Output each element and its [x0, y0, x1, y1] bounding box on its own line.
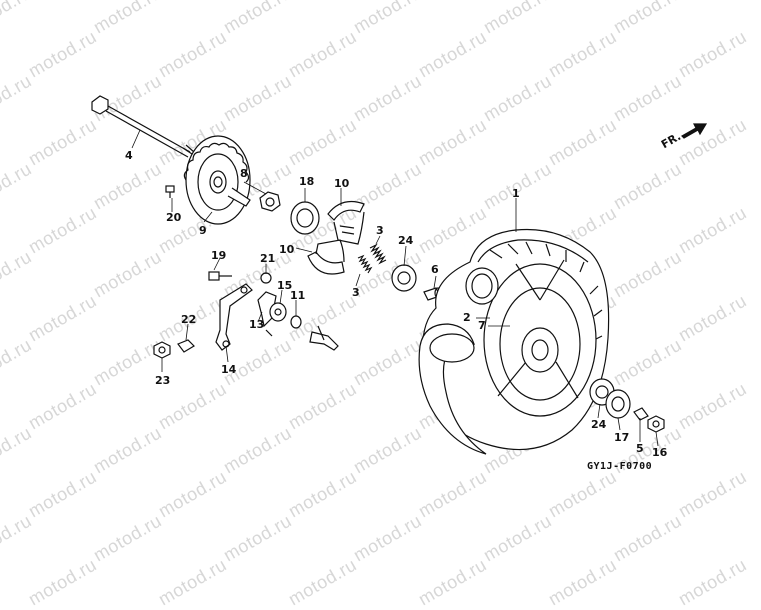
- callout-11: 11: [290, 289, 306, 302]
- leader-lines: [131, 129, 659, 447]
- bearing-upper: [391, 264, 417, 292]
- callout-4: 4: [125, 149, 133, 162]
- callout-3-upper: 3: [376, 224, 384, 237]
- callout-17: 17: [614, 431, 630, 444]
- part-20-pin: [165, 185, 175, 198]
- callout-13: 13: [249, 318, 265, 331]
- part-23-nut: [153, 341, 171, 359]
- callout-10-lower: 10: [279, 243, 295, 256]
- callout-19: 19: [211, 249, 227, 262]
- part-11-washer: [290, 315, 302, 329]
- brake-spring-lower: [357, 254, 373, 274]
- callout-9: 9: [199, 224, 207, 237]
- callout-23: 23: [155, 374, 171, 387]
- front-direction-arrow: [681, 123, 708, 139]
- callout-21: 21: [260, 252, 276, 265]
- callout-16: 16: [652, 446, 668, 459]
- brake-cam: [309, 325, 339, 351]
- callout-7: 7: [478, 319, 486, 332]
- callout-18: 18: [299, 175, 315, 188]
- diagram-code: GY1J-F0700: [587, 461, 653, 472]
- wheel-rim: [483, 259, 597, 417]
- brake-shoe-lower: [307, 239, 345, 275]
- callout-20: 20: [166, 211, 182, 224]
- callout-5: 5: [636, 442, 644, 455]
- part-22-sleeve: [177, 339, 195, 353]
- part-8-nut: [259, 191, 281, 212]
- callout-22: 22: [181, 313, 197, 326]
- callout-10-upper: 10: [334, 177, 350, 190]
- axle-bolt: [91, 95, 195, 158]
- brake-panel: [183, 135, 251, 225]
- valve: [465, 267, 499, 305]
- part-19-bolt: [208, 271, 232, 281]
- callout-15: 15: [277, 279, 293, 292]
- callout-8: 8: [240, 167, 248, 180]
- callout-1: 1: [512, 187, 520, 200]
- brake-arm: [215, 283, 253, 351]
- tire-cutaway: [418, 323, 487, 455]
- part-15-seal: [269, 302, 287, 322]
- part-21-nut: [260, 272, 272, 284]
- exploded-parts-diagram: [91, 95, 708, 455]
- part-5-collar: [633, 407, 649, 421]
- part-18-seal: [290, 201, 320, 235]
- callout-6: 6: [431, 263, 439, 276]
- callout-3-lower: 3: [352, 286, 360, 299]
- callout-14: 14: [221, 363, 237, 376]
- brake-spring-upper: [369, 243, 387, 265]
- part-17-seal: [605, 389, 631, 419]
- callout-24-lower: 24: [591, 418, 607, 431]
- callout-24-upper: 24: [398, 234, 414, 247]
- brake-shoe-upper: [327, 201, 365, 245]
- part-16-nut: [647, 415, 665, 433]
- callout-2: 2: [463, 311, 471, 324]
